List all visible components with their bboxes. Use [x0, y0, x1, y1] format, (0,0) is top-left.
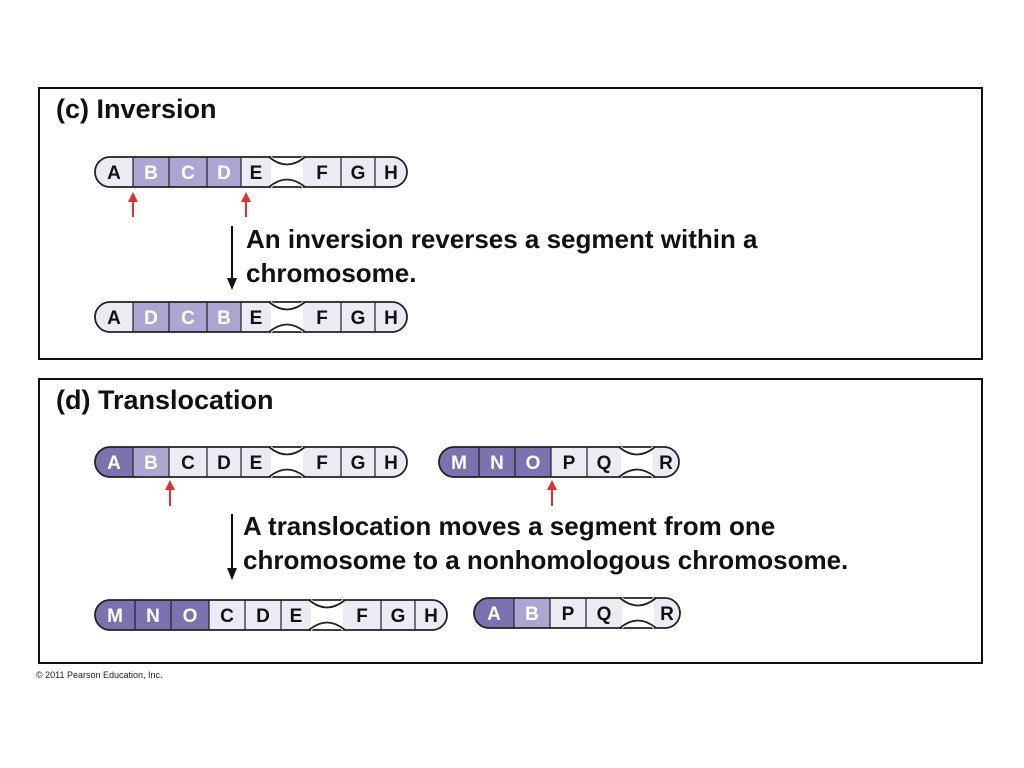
translocation-caption-line2: chromosome to a nonhomologous chromosome… — [243, 545, 849, 575]
inversion-caption: An inversion reverses a segment within a… — [246, 222, 758, 290]
inversion-title: (c) Inversion — [56, 94, 217, 124]
translocation-caption-line1: A translocation moves a segment from one — [243, 511, 776, 541]
inversion-caption-line1: An inversion reverses a segment within a — [246, 224, 758, 254]
translocation-caption: A translocation moves a segment from one… — [243, 509, 848, 577]
translocation-title: (d) Translocation — [56, 385, 274, 415]
inversion-caption-line2: chromosome. — [246, 258, 417, 288]
copyright: © 2011 Pearson Education, Inc. — [36, 670, 163, 680]
